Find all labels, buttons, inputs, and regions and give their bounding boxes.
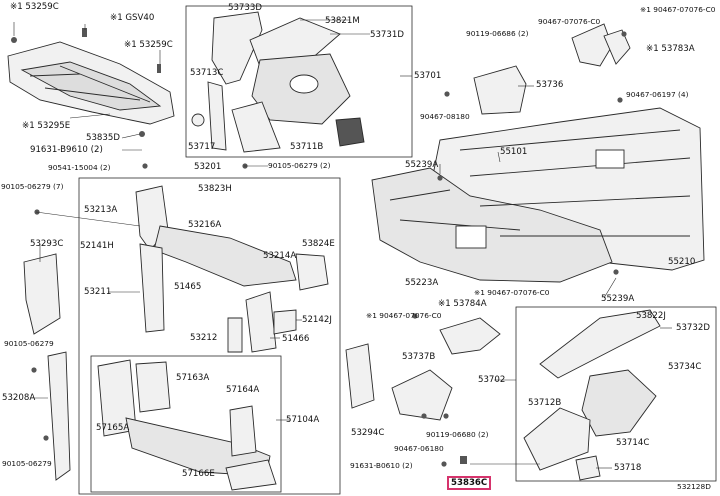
label-90467-07076-c0: 90467-07076-C0 <box>538 17 601 26</box>
label-53211: 53211 <box>84 287 112 297</box>
label-53712b: 53712B <box>528 398 562 408</box>
dash-insulator-55101 <box>371 107 705 283</box>
label-53737b: 53737B <box>402 352 436 362</box>
label-57104a: 57104A <box>286 415 320 425</box>
label-90467-06197: 90467-06197 (4) <box>626 90 689 99</box>
label-53259c: ※1 53259C <box>124 40 173 50</box>
label-53784a: ※1 53784A <box>438 299 487 309</box>
label-51465: 51465 <box>174 282 202 292</box>
group-box-53201 <box>78 177 341 495</box>
label-55223a: 55223A <box>405 278 439 288</box>
label-57166e: 57166E <box>182 469 215 479</box>
label-53783a: ※1 53783A <box>646 44 695 54</box>
label-90119-06680: 90119-06680 (2) <box>426 430 489 439</box>
headlamp-bracket-53293c <box>23 253 61 335</box>
label-91631-b9610: 91631-B9610 (2) <box>30 145 103 155</box>
label-53835d: 53835D <box>86 133 120 143</box>
label-90467-07076-c0-b: ※1 90467-07076-C0 <box>640 5 716 14</box>
label-55239a-top: 55239A <box>405 160 439 170</box>
diagram-reference-code: 532128D <box>677 482 711 491</box>
label-53733d: 53733D <box>228 3 262 13</box>
label-90105-06279-d: 90105-06279 <box>2 459 52 468</box>
label-53821m: 53821M <box>325 16 360 26</box>
label-53718: 53718 <box>614 463 642 473</box>
label-91631-b0610: 91631-B0610 (2) <box>350 461 413 470</box>
label-53293c: 53293C <box>30 239 64 249</box>
bracket-53736 <box>473 65 527 115</box>
label-53717: 53717 <box>188 142 216 152</box>
label-52142j: 52142J <box>302 315 332 325</box>
bracket-53783a <box>571 23 631 67</box>
label-53731d: 53731D <box>370 30 404 40</box>
label-190467-07076-c0-b: ※1 90467-07076-C0 <box>366 311 442 320</box>
cowl-side-panel-53701 <box>191 11 365 153</box>
fastener-53259c <box>11 28 161 137</box>
label-57164a: 57164A <box>226 385 260 395</box>
label-57163a: 57163A <box>176 373 210 383</box>
label-52141h: 52141H <box>80 241 114 251</box>
label-53822j: 53822J <box>636 311 666 321</box>
label-90105-06279-2: 90105-06279 (2) <box>268 161 331 170</box>
label-53734c: 53734C <box>668 362 702 372</box>
label-53216a: 53216A <box>188 220 222 230</box>
label-55101: 55101 <box>500 147 528 157</box>
label-90467-08180: 90467-08180 <box>420 112 470 121</box>
label-53294c: 53294C <box>351 428 385 438</box>
label-53208a: 53208A <box>2 393 36 403</box>
label-53736: 53736 <box>536 80 564 90</box>
label-55239a-bottom: 55239A <box>601 294 635 304</box>
label-53212: 53212 <box>190 333 218 343</box>
group-box-53701 <box>185 5 413 158</box>
label-53732d: 53732D <box>676 323 710 333</box>
bumper-reinforcement-57104a <box>97 359 277 491</box>
label-90541-15004: 90541-15004 (2) <box>48 163 111 172</box>
label-53824e: 53824E <box>302 239 335 249</box>
front-apron-53702 <box>345 309 661 481</box>
group-box-57104a <box>90 355 282 493</box>
label-55210: 55210 <box>668 257 696 267</box>
label-gsv40: ※1 GSV40 <box>110 13 155 23</box>
label-53713c: 53713C <box>190 68 224 78</box>
fasteners <box>31 31 627 467</box>
label-53714c: 53714C <box>616 438 650 448</box>
label-90105-06279-c: 90105-06279 <box>4 339 54 348</box>
label-53701: 53701 <box>414 71 442 81</box>
label-53836c-highlighted[interactable]: 53836C <box>447 476 492 490</box>
label-53711b: 53711B <box>290 142 324 152</box>
label-57165a: 57165A <box>96 423 130 433</box>
leader-lines <box>13 19 672 469</box>
label-53201: 53201 <box>194 162 222 172</box>
lower-radiator-brace-53208a <box>47 351 71 481</box>
group-box-53702 <box>515 306 717 482</box>
radiator-support-53201 <box>135 185 329 353</box>
label-53259c-top: ※1 53259C <box>10 2 59 12</box>
label-53213a: 53213A <box>84 205 118 215</box>
cowl-panel-53295e <box>7 41 175 125</box>
label-90467-06180: 90467-06180 <box>394 444 444 453</box>
label-90119-06686: 90119-06686 (2) <box>466 29 529 38</box>
label-51466: 51466 <box>282 334 310 344</box>
label-53295e: ※1 53295E <box>22 121 71 131</box>
label-53702: 53702 <box>478 375 506 385</box>
label-90105-06279-7: 90105-06279 (7) <box>1 182 64 191</box>
label-53214a: 53214A <box>263 251 297 261</box>
label-190467-07076-c0-a: ※1 90467-07076-C0 <box>474 288 550 297</box>
label-53823h: 53823H <box>198 184 232 194</box>
